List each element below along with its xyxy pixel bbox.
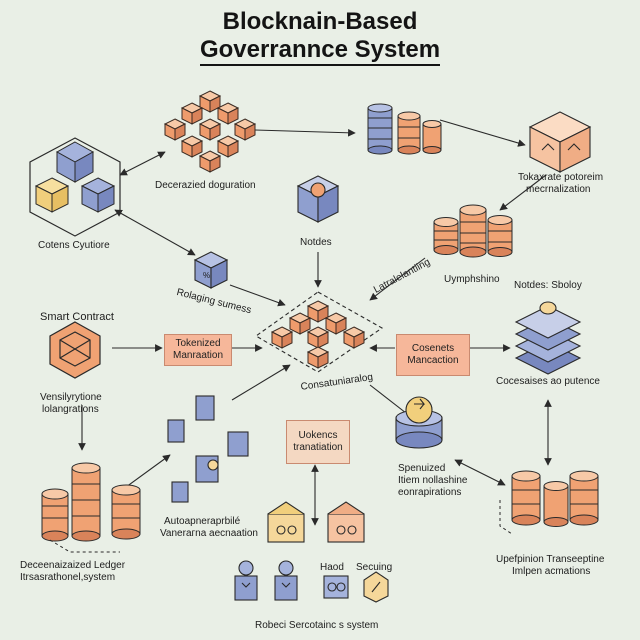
label-tokenrate-1: Tokaxrate potoreim <box>518 172 604 183</box>
uokencs-box: Uokencs tranatiation <box>286 420 350 464</box>
small-blue-cube-icon: % <box>193 251 229 289</box>
consensus-hub-icon <box>254 291 384 373</box>
gold-coin-icon <box>395 396 443 449</box>
tokenized-box-line-2: Manraation <box>172 350 224 361</box>
server-stack-icon <box>514 301 582 375</box>
documents-icon <box>167 395 249 503</box>
label-ledger-2: Itrsasrathonel,system <box>20 572 116 583</box>
label-hood: Haod <box>320 562 344 573</box>
label-robeci: Robeci Sercotainc s system <box>255 620 379 631</box>
label-notes-sbooloy: Notdes: Sboloy <box>514 280 582 291</box>
users-icon <box>234 560 389 603</box>
cosenets-box: Cosenets Mancaction <box>396 334 470 376</box>
transaction-coins-icon <box>499 470 599 535</box>
label-cocesaises: Cocesaises ao putence <box>496 376 600 387</box>
uokencs-box-line-1: Uokencs <box>298 430 338 441</box>
cosenets-box-line-2: Mancaction <box>407 355 459 366</box>
label-spenuized-2: Itiem nollashine <box>398 475 468 486</box>
label-secuing: Secuing <box>356 562 393 573</box>
title-line-2-text: Goverrannce System <box>199 36 441 66</box>
label-decentralized: Decerazied doguration <box>155 180 256 191</box>
label-spenuized-1: Spenuized <box>398 463 446 474</box>
coin-stacks-icon <box>433 204 513 258</box>
connectors <box>78 119 552 526</box>
envelopes-icon <box>267 501 365 543</box>
label-smart-contract: Smart Contract <box>40 311 114 323</box>
smart-contract-hexagon-icon <box>49 321 101 379</box>
label-vensiry-1: Vensilyrytione <box>40 392 102 403</box>
label-tokenrate-2: mecrnalization <box>526 184 591 195</box>
tokenrate-cube-icon <box>528 111 592 173</box>
decentralized-cubes-icon <box>164 90 256 173</box>
label-ledger-1: Deceenaizaized Ledger <box>20 560 126 571</box>
tokenized-box: Tokenized Manraation <box>164 334 232 366</box>
tokenized-box-line-1: Tokenized <box>175 338 221 349</box>
label-autoapne-1: Autoapneraprbilé <box>164 516 241 527</box>
ledger-coins-icon <box>41 462 141 553</box>
database-stack-icon <box>367 103 442 155</box>
cosenets-box-line-1: Cosenets <box>411 343 455 354</box>
nodes-cube-icon <box>296 175 340 223</box>
title-line-1: Blocknain-Based <box>222 8 418 35</box>
contracts-hexagon-icon <box>29 137 121 237</box>
label-autoapne-2: Vanerагna aecnaation <box>160 528 258 539</box>
label-vensiry-2: lolangrations <box>42 404 99 415</box>
label-spenuized-3: eonrapirations <box>398 487 462 498</box>
label-nodes: Notdes <box>300 237 332 248</box>
label-cotens: Cotens Cyutiore <box>38 240 110 251</box>
svg-text:%: % <box>203 271 210 280</box>
title-line-2: Goverrannce System <box>0 36 640 66</box>
label-upefpinion-2: Imlpen acmations <box>512 566 591 577</box>
uokencs-box-line-2: tranatiation <box>293 442 343 453</box>
label-upefpinion-1: Upefpinion Transeeptine <box>496 554 605 565</box>
label-uymplshino: Uymphshino <box>444 274 500 285</box>
